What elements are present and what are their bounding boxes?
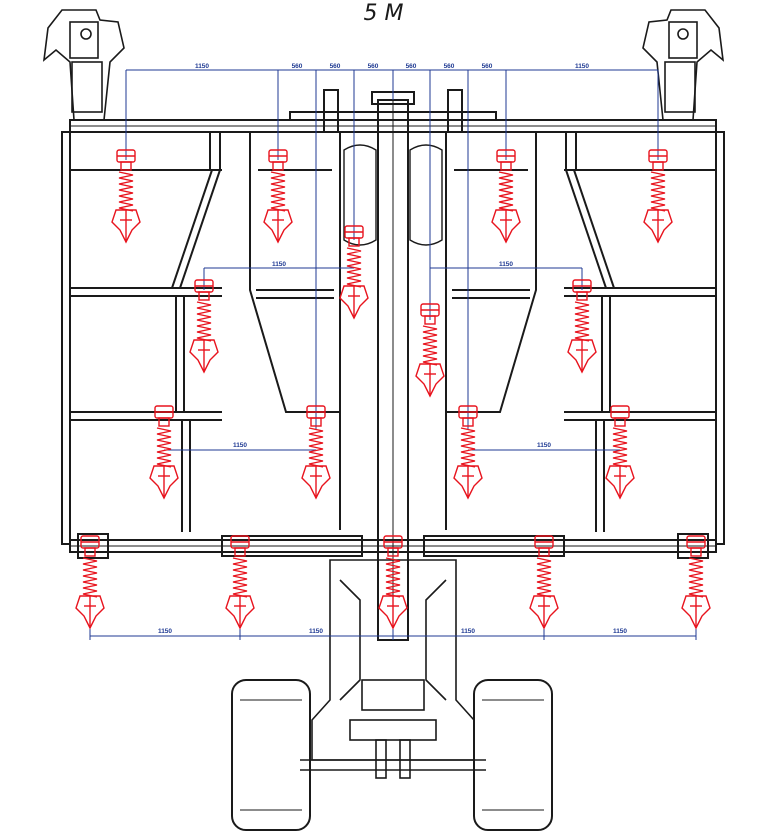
dim-top-4: 560 — [368, 63, 379, 70]
dim-lower-right: 1150 — [537, 442, 551, 449]
left-wheel — [231, 679, 311, 831]
right-fold-hydraulic — [642, 9, 725, 121]
tine — [643, 149, 673, 243]
dim-top-7: 560 — [482, 63, 493, 70]
tine — [189, 279, 219, 373]
dim-bottom-3: 1150 — [461, 628, 475, 635]
dim-upper-right: 1150 — [499, 261, 513, 268]
dim-top-2: 560 — [292, 63, 303, 70]
tine — [681, 535, 711, 629]
dim-bottom-2: 1150 — [309, 628, 323, 635]
dim-upper-left: 1150 — [272, 261, 286, 268]
dimension-labels: 1150 560 560 560 560 560 560 1150 1150 1… — [158, 63, 627, 635]
frame — [42, 9, 725, 831]
tine — [75, 535, 105, 629]
tine — [491, 149, 521, 243]
tine — [225, 535, 255, 629]
dim-top-8: 1150 — [575, 63, 589, 70]
hitch-assembly — [300, 559, 486, 779]
dim-top-5: 560 — [406, 63, 417, 70]
right-wheel — [473, 679, 553, 831]
tine — [111, 149, 141, 243]
drawing-title: 5 M — [363, 1, 404, 26]
left-fold-hydraulic — [42, 9, 125, 121]
dim-lower-left: 1150 — [233, 442, 247, 449]
tine — [529, 535, 559, 629]
dim-bottom-1: 1150 — [158, 628, 172, 635]
dim-bottom-4: 1150 — [613, 628, 627, 635]
tine — [263, 149, 293, 243]
tine — [567, 279, 597, 373]
dim-top-3: 560 — [330, 63, 341, 70]
dim-top-1: 1150 — [195, 63, 209, 70]
dim-top-6: 560 — [444, 63, 455, 70]
